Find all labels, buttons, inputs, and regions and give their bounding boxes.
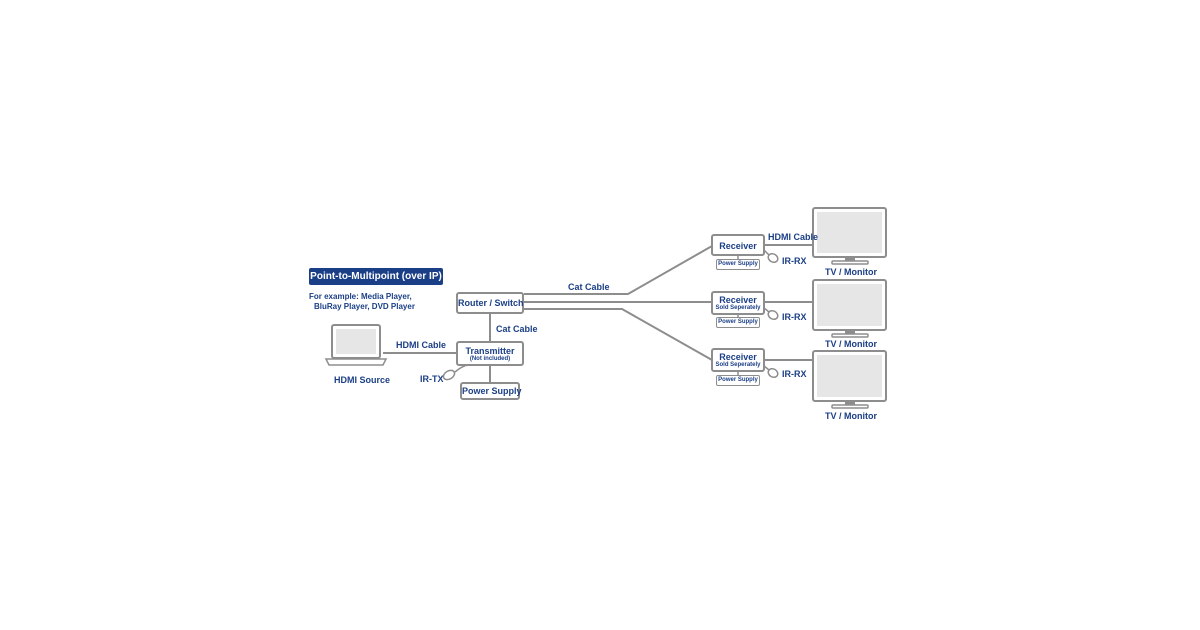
transmitter-sublabel: (Not included) <box>469 356 511 362</box>
receiver-power-supply-2: Power Supply <box>716 317 760 328</box>
example-note: For example: Media Player, BluRay Player… <box>309 292 415 312</box>
monitor-icon-2 <box>812 279 887 338</box>
cat-line-receiver-3 <box>524 308 713 361</box>
ir-rx-sensor-icon-1 <box>767 252 779 264</box>
cat-cable-label-uplink: Cat Cable <box>496 324 538 334</box>
receiver-power-supply-1: Power Supply <box>716 259 760 270</box>
cat-cable-label-trunk: Cat Cable <box>568 282 610 292</box>
receiver-sublabel-2: Sold Seperately <box>715 305 761 311</box>
monitor-label-3: TV / Monitor <box>825 411 877 421</box>
receiver-box-2: Receiver Sold Seperately <box>711 291 765 315</box>
receiver-box-3: Receiver Sold Seperately <box>711 348 765 372</box>
cat-line-receiver-1 <box>524 245 713 295</box>
receiver-label-3: Receiver <box>719 352 757 362</box>
hdmi-cable-label-1: HDMI Cable <box>768 232 819 242</box>
hdmi-source-label: HDMI Source <box>334 375 391 385</box>
diagram-title-badge: Point-to-Multipoint (over IP) <box>309 268 443 285</box>
hdmi-cable-label-source: HDMI Cable <box>396 340 447 350</box>
ir-tx-label: IR-TX <box>420 374 444 384</box>
ir-tx-cord <box>454 364 469 373</box>
ir-rx-sensor-icon-2 <box>767 309 779 321</box>
transmitter-box: Transmitter (Not included) <box>456 341 524 366</box>
transmitter-power-supply-label: Power Supply <box>462 386 522 396</box>
example-line-2: BluRay Player, DVD Player <box>314 302 415 311</box>
transmitter-power-supply-box: Power Supply <box>460 382 522 400</box>
ir-rx-label-2: IR-RX <box>782 312 807 322</box>
laptop-icon <box>324 324 388 366</box>
receiver-label-1: Receiver <box>719 241 757 251</box>
receiver-label-2: Receiver <box>719 295 757 305</box>
receiver-power-supply-3: Power Supply <box>716 375 760 386</box>
receiver-box-1: Receiver <box>711 234 765 256</box>
ir-rx-label-3: IR-RX <box>782 369 807 379</box>
router-switch-label: Router / Switch <box>458 298 524 308</box>
router-switch-box: Router / Switch <box>456 292 524 314</box>
ir-rx-sensor-icon-3 <box>767 367 779 379</box>
ir-tx-sensor-icon <box>442 369 456 381</box>
monitor-label-1: TV / Monitor <box>825 267 877 277</box>
monitor-icon-3 <box>812 350 887 409</box>
transmitter-label: Transmitter <box>465 346 515 356</box>
receiver-sublabel-3: Sold Seperately <box>715 362 761 368</box>
ir-rx-label-1: IR-RX <box>782 256 807 266</box>
monitor-label-2: TV / Monitor <box>825 339 877 349</box>
monitor-icon-1 <box>812 207 887 265</box>
example-line-1: For example: Media Player, <box>309 292 412 301</box>
